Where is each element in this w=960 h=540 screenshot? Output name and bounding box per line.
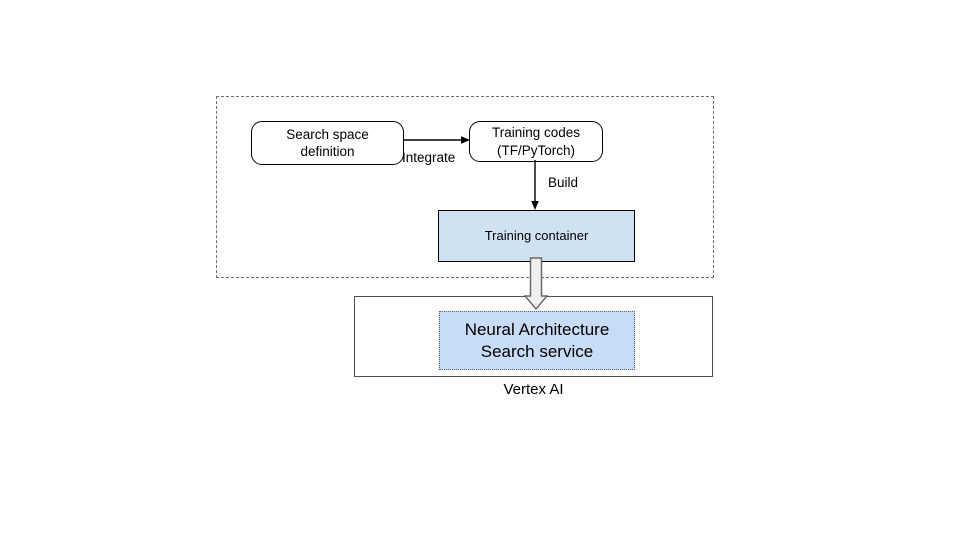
edge-integrate-arrowhead [461, 136, 470, 144]
node-neural-architecture-search-service[interactable]: Neural Architecture Search service [439, 311, 635, 370]
edge-deploy-arrow-shape [523, 257, 549, 311]
node-training-codes[interactable]: Training codes (TF/PyTorch) [469, 121, 603, 162]
caption-vertex-ai: Vertex AI [503, 381, 564, 398]
edge-build-arrowhead [531, 201, 539, 210]
edge-integrate-arrow [398, 128, 478, 154]
edge-build-arrow [520, 158, 554, 214]
edge-label-integrate: Integrate [402, 150, 456, 165]
node-search-space-definition[interactable]: Search space definition [251, 121, 404, 165]
group-build-environment [216, 96, 714, 278]
edge-deploy-block-arrow [518, 257, 554, 314]
node-training-container[interactable]: Training container [438, 210, 635, 262]
edge-label-build: Build [548, 175, 579, 190]
